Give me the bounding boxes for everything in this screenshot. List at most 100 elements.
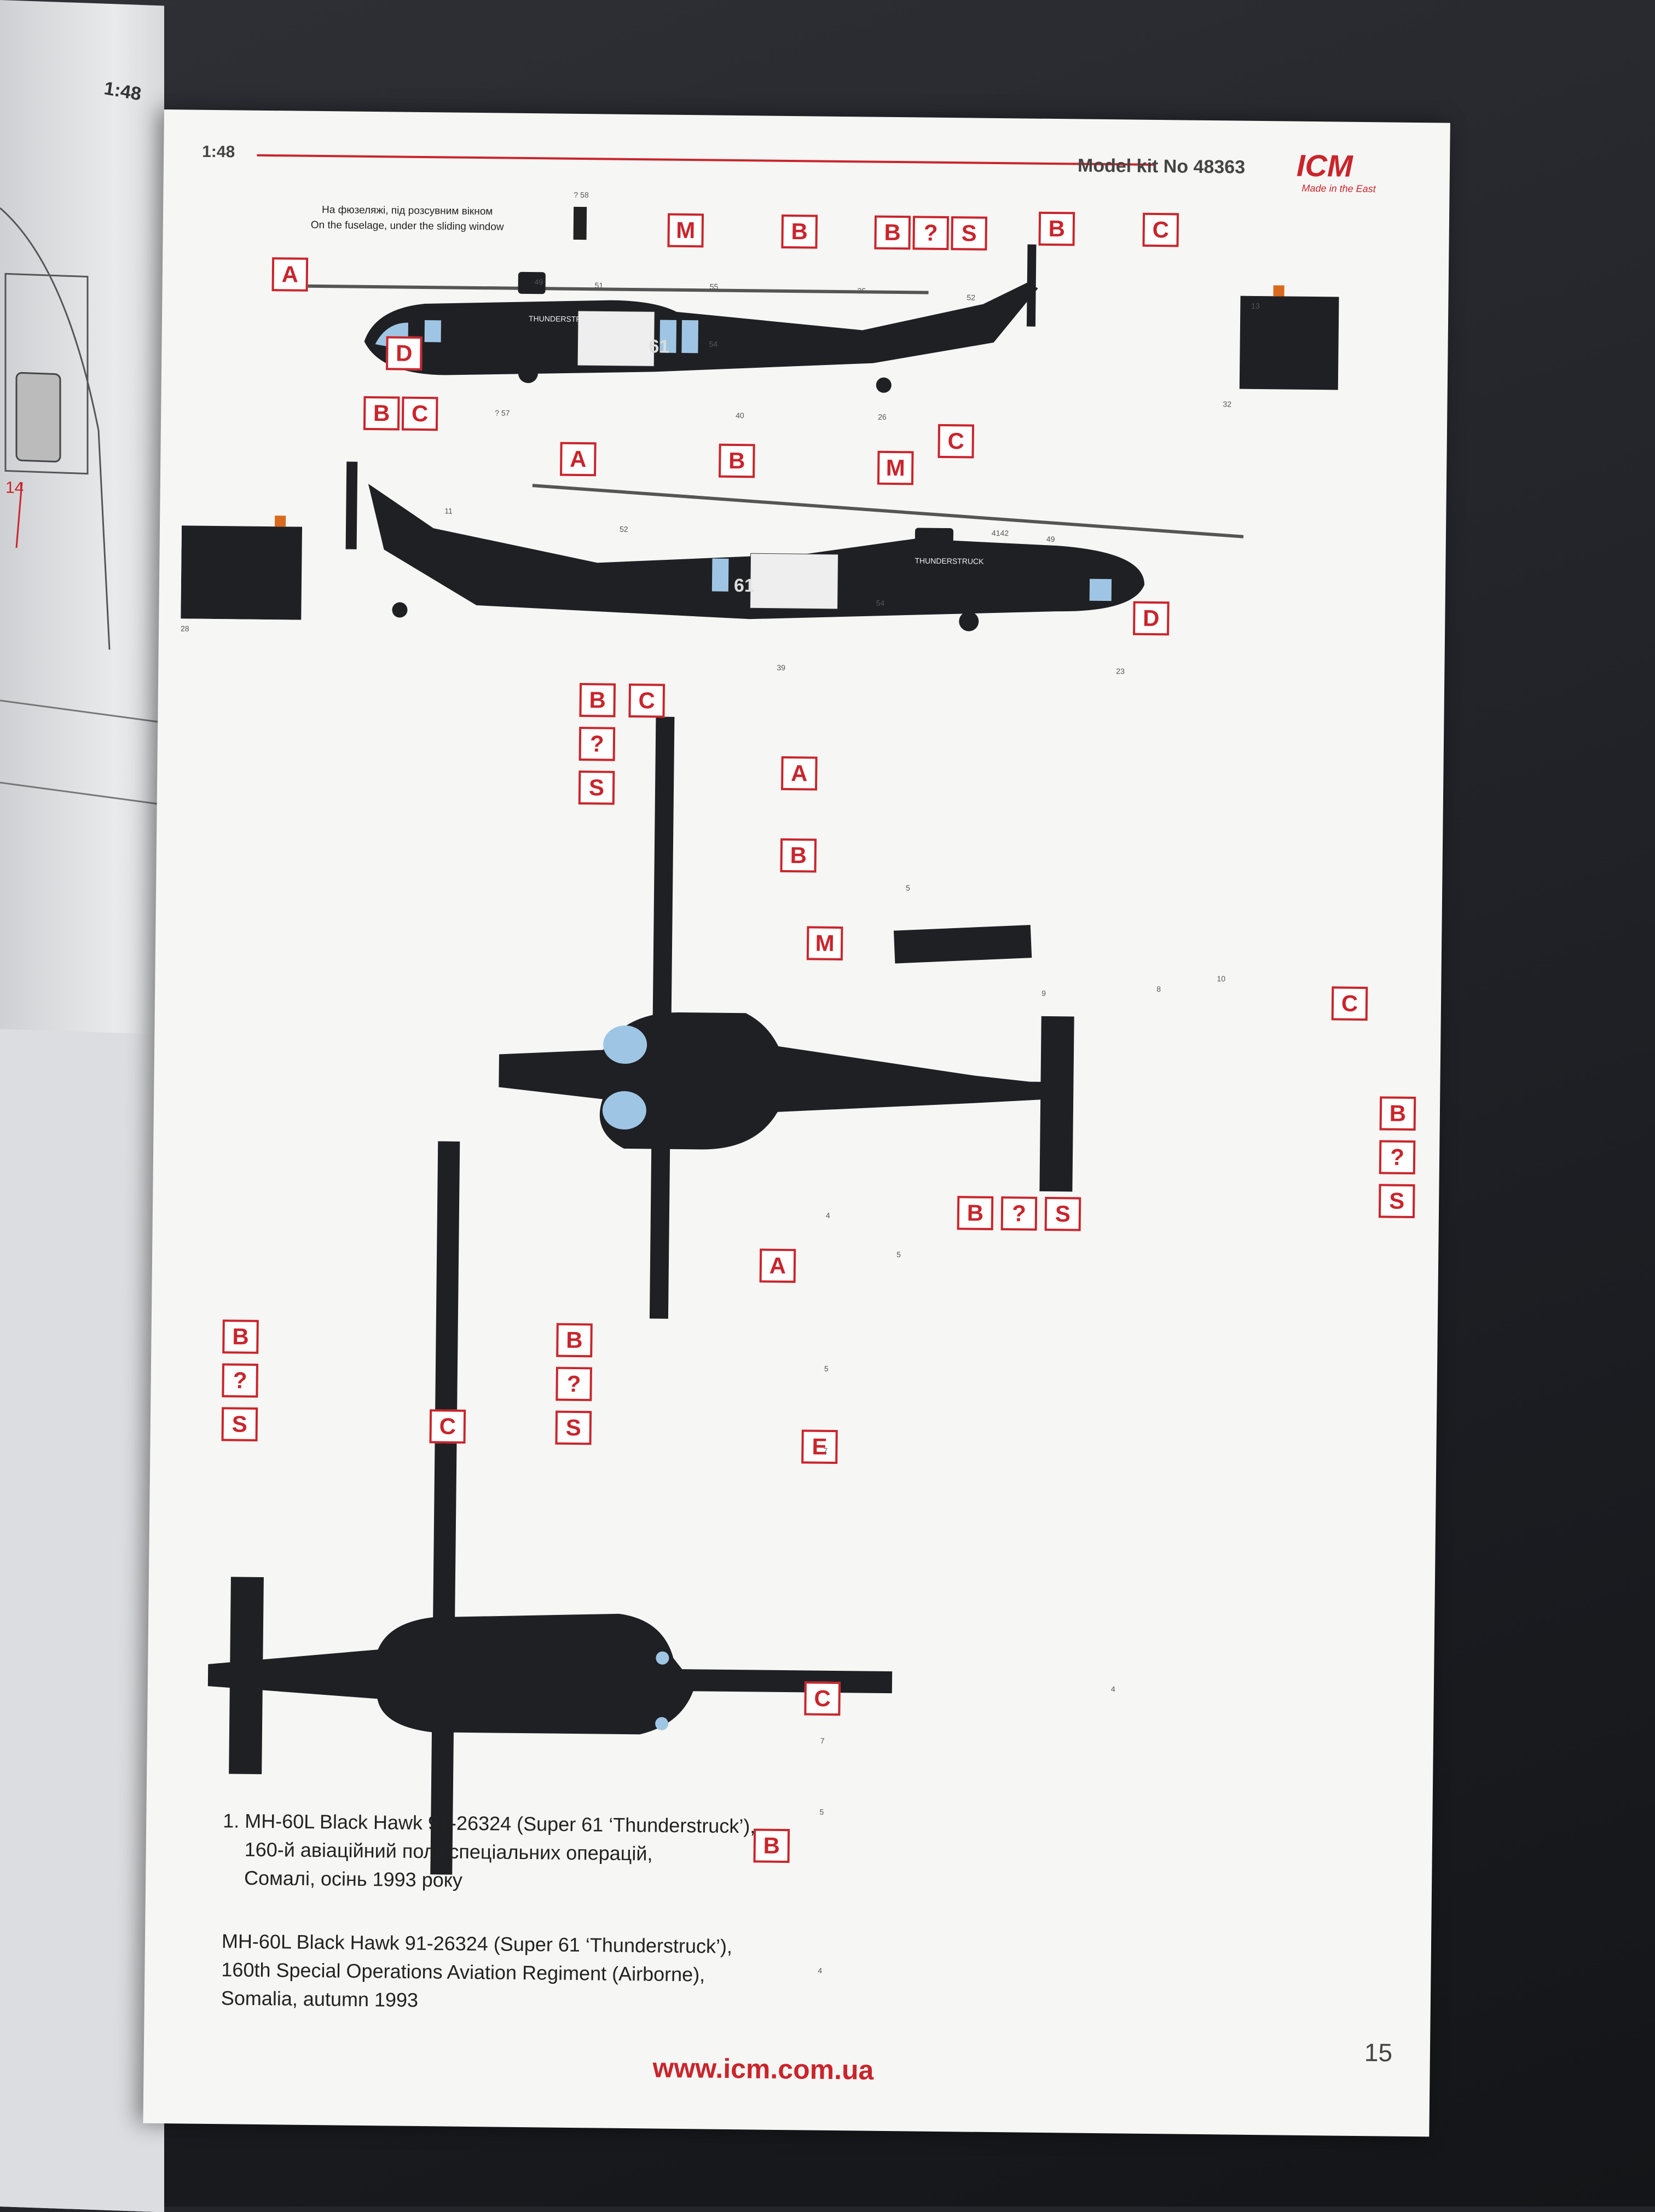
label-S: S [951, 216, 988, 251]
decal-number: 4 [825, 1211, 830, 1220]
decal-number: 54 [709, 339, 718, 349]
bottom-view [207, 1141, 893, 1875]
decal-number: 39 [777, 663, 786, 672]
top-view [499, 716, 1074, 1326]
label-C: C [628, 683, 666, 718]
header-kit-number: Model kit No 48363 [1077, 155, 1246, 178]
label-S: S [1044, 1196, 1081, 1231]
label-C: C [938, 424, 975, 459]
previous-page-drawing: 14 [0, 207, 164, 806]
label-B: B [556, 1323, 593, 1358]
decal-number: 25 [857, 286, 866, 296]
label-A: A [759, 1248, 796, 1283]
decal-number: 52 [967, 293, 976, 302]
label-B: B [579, 683, 616, 717]
decal-number: 9 [1041, 988, 1046, 998]
label-C: C [1331, 986, 1368, 1021]
label-question: ? [578, 727, 616, 761]
decal-number: 49 [1046, 534, 1055, 544]
left-side-view: THUNDERSTRUCK 61 [288, 244, 1038, 393]
label-A: A [271, 257, 309, 292]
label-D: D [1133, 601, 1170, 636]
previous-page-callout: 14 [5, 478, 24, 497]
label-M: M [806, 926, 843, 961]
label-E: E [801, 1429, 838, 1464]
decal-number: 52 [619, 524, 628, 534]
label-M: M [877, 450, 914, 485]
caption-en-line: Somalia, autumn 1993 [221, 1987, 419, 2012]
decal-number: 55 [709, 282, 719, 291]
decal-number: 5 [896, 1250, 901, 1259]
label-M: M [667, 213, 704, 248]
caption-english: MH-60L Black Hawk 91-26324 (Super 61 ‘Th… [221, 1927, 733, 2018]
label-B: B [874, 215, 911, 250]
label-B: B [957, 1196, 994, 1230]
decal-number: 51 [594, 281, 604, 290]
header-scale: 1:48 [202, 142, 235, 161]
decal-number: 4 [1110, 1684, 1115, 1694]
right-side-view: THUNDERSTRUCK 61 [345, 461, 1244, 632]
side-number-left: 61 [649, 336, 669, 357]
label-A: A [560, 442, 597, 477]
previous-page: 1:48 14 [0, 0, 164, 2212]
previous-page-shadow [0, 1029, 164, 2212]
header-rule [257, 154, 1155, 166]
decal-number: 4142 [991, 528, 1009, 538]
label-B: B [222, 1319, 259, 1354]
label-C: C [401, 396, 438, 431]
nose-art-right: THUNDERSTRUCK [915, 556, 984, 565]
icm-slogan: Made in the East [1301, 182, 1376, 195]
decal-number: 49 [534, 277, 543, 287]
icm-logo: ICM [1296, 148, 1353, 183]
label-B: B [1379, 1096, 1416, 1131]
label-C: C [1142, 212, 1179, 247]
label-B: B [719, 443, 755, 478]
nose-art-left: THUNDERSTRUCK [529, 314, 598, 323]
decal-number: 7 [823, 1446, 828, 1455]
caption-ukrainian: 1. MH-60L Black Hawk 91-26324 (Super 61 … [222, 1806, 756, 1897]
tail-inset-right [1239, 285, 1339, 390]
page-number: 15 [1364, 2038, 1393, 2067]
decal-number: 28 [180, 624, 189, 633]
label-S: S [578, 770, 615, 805]
decal-number: 5 [906, 883, 911, 893]
label-A: A [781, 756, 818, 791]
decal-number: 10 [1217, 974, 1226, 983]
website-url: www.icm.com.ua [652, 2052, 874, 2086]
note-ref: ? 58 [574, 190, 589, 200]
caption-ua-line: Сомалі, осінь 1993 року [244, 1866, 463, 1891]
label-B: B [780, 838, 817, 873]
decal-number: 5 [819, 1807, 824, 1816]
decal-number: 8 [1156, 985, 1161, 994]
decal-number: ? 57 [495, 408, 510, 418]
label-B: B [1038, 211, 1075, 246]
label-S: S [555, 1410, 592, 1445]
label-S: S [1378, 1184, 1415, 1219]
decal-number: 26 [878, 412, 887, 421]
decal-number: 13 [1251, 301, 1260, 310]
decal-number: 5 [824, 1364, 829, 1373]
label-C: C [804, 1681, 841, 1716]
decal-number: 32 [1223, 399, 1232, 409]
instruction-page: 1:48 Model kit No 48363 ICM Made in the … [143, 109, 1450, 2137]
label-question: ? [1000, 1196, 1038, 1231]
decal-number: 23 [1116, 667, 1125, 676]
label-C: C [429, 1409, 466, 1444]
decal-number: 40 [736, 410, 744, 420]
side-number-right: 61 [734, 575, 755, 596]
decal-number: 11 [444, 506, 453, 516]
decal-number: 4 [818, 1966, 823, 1975]
previous-page-scale: 1:48 [102, 78, 143, 105]
label-question: ? [222, 1363, 259, 1398]
label-B: B [781, 214, 818, 249]
decal-number: 54 [876, 598, 885, 607]
label-S: S [221, 1407, 258, 1441]
tail-inset-left [181, 516, 303, 620]
label-D: D [386, 336, 423, 370]
label-question: ? [1379, 1140, 1416, 1175]
label-question: ? [912, 216, 950, 251]
label-question: ? [555, 1366, 592, 1402]
label-B: B [363, 396, 400, 431]
label-B: B [753, 1828, 790, 1863]
decal-number: 7 [820, 1736, 825, 1745]
